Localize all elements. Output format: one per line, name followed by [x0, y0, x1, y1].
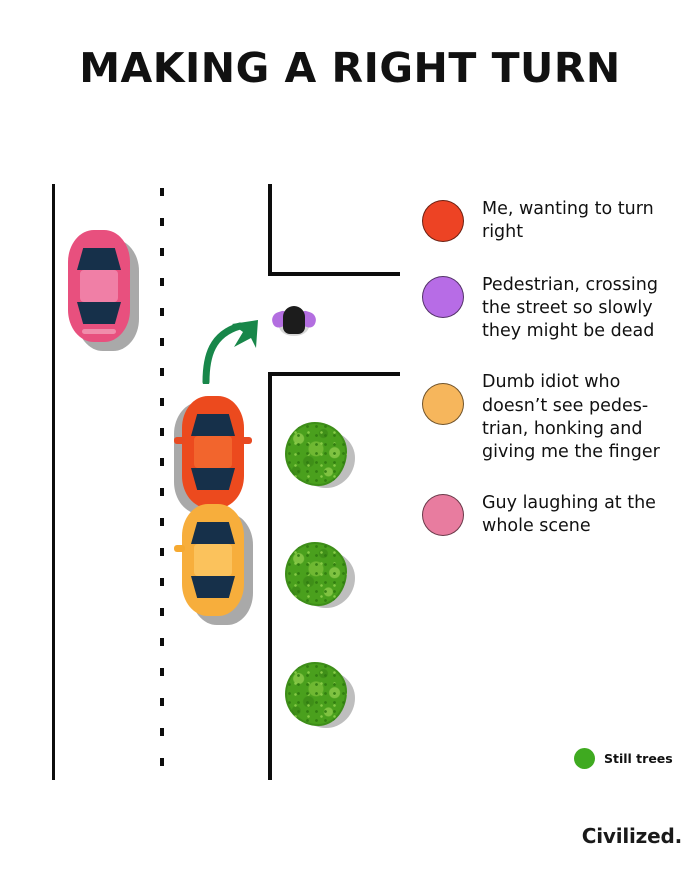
- yellow-car-roof: [194, 544, 232, 576]
- pink-car[interactable]: [68, 230, 139, 351]
- tree-texture: [285, 422, 347, 486]
- brand-logo: Civilized.: [581, 824, 682, 848]
- yellow-car-left-mirror: [174, 545, 185, 552]
- red-car-right-mirror: [241, 437, 252, 444]
- road-left-edge-line: [52, 184, 55, 780]
- right-turn-arrow: [202, 320, 258, 384]
- legend-item-me-wanting-to-turn-right[interactable]: Me, wanting to turn right: [422, 196, 684, 244]
- pink-car-hood-highlight: [82, 329, 116, 334]
- still-trees-label: Still trees: [604, 751, 673, 766]
- tree-1: [285, 422, 355, 492]
- legend-item-dumb-idiot-honking[interactable]: Dumb idiot who doesn’t see pedes-trian, …: [422, 369, 684, 463]
- yellow-car[interactable]: [174, 504, 253, 625]
- legend-item-guy-laughing[interactable]: Guy laughing at the whole scene: [422, 490, 684, 538]
- tree-texture: [285, 662, 347, 726]
- still-trees-dot: [574, 748, 595, 769]
- pink-car-windshield: [77, 248, 121, 270]
- pink-car-roof: [80, 270, 118, 302]
- curb-corner-upper: [268, 184, 400, 276]
- red-car[interactable]: [174, 396, 252, 514]
- legend-dot-purple: [422, 276, 464, 319]
- legend-item-pedestrian-crossing-slowly[interactable]: Pedestrian, crossing the street so slowl…: [422, 272, 684, 343]
- still-trees-legend[interactable]: Still trees: [574, 748, 673, 769]
- curb-corner-lower: [268, 372, 400, 780]
- red-car-roof: [194, 436, 232, 468]
- legend-dot-pink: [422, 493, 464, 536]
- tree-2: [285, 542, 355, 612]
- legend: Me, wanting to turn right Pedestrian, cr…: [422, 196, 684, 566]
- tree-3: [285, 662, 355, 732]
- legend-label: Pedestrian, crossing the street so slowl…: [482, 275, 658, 342]
- road-center-dashed-line: [160, 188, 164, 776]
- red-car-windshield: [191, 414, 235, 436]
- road-scene-illustration: [0, 160, 400, 800]
- red-car-rear-window: [191, 468, 235, 490]
- yellow-car-windshield: [191, 522, 235, 544]
- pedestrian-figure[interactable]: [270, 304, 318, 338]
- legend-dot-yellow: [422, 383, 464, 426]
- pink-car-rear-window: [77, 302, 121, 324]
- legend-label: Dumb idiot who doesn’t see pedes-trian, …: [482, 372, 660, 462]
- yellow-car-rear-window: [191, 576, 235, 598]
- red-car-left-mirror: [174, 437, 185, 444]
- legend-label: Guy laughing at the whole scene: [482, 492, 656, 536]
- pedestrian-body: [283, 306, 305, 334]
- page-title: MAKING A RIGHT TURN: [79, 44, 621, 92]
- legend-label: Me, wanting to turn right: [482, 199, 654, 243]
- legend-dot-red: [422, 200, 464, 242]
- tree-texture: [285, 542, 347, 606]
